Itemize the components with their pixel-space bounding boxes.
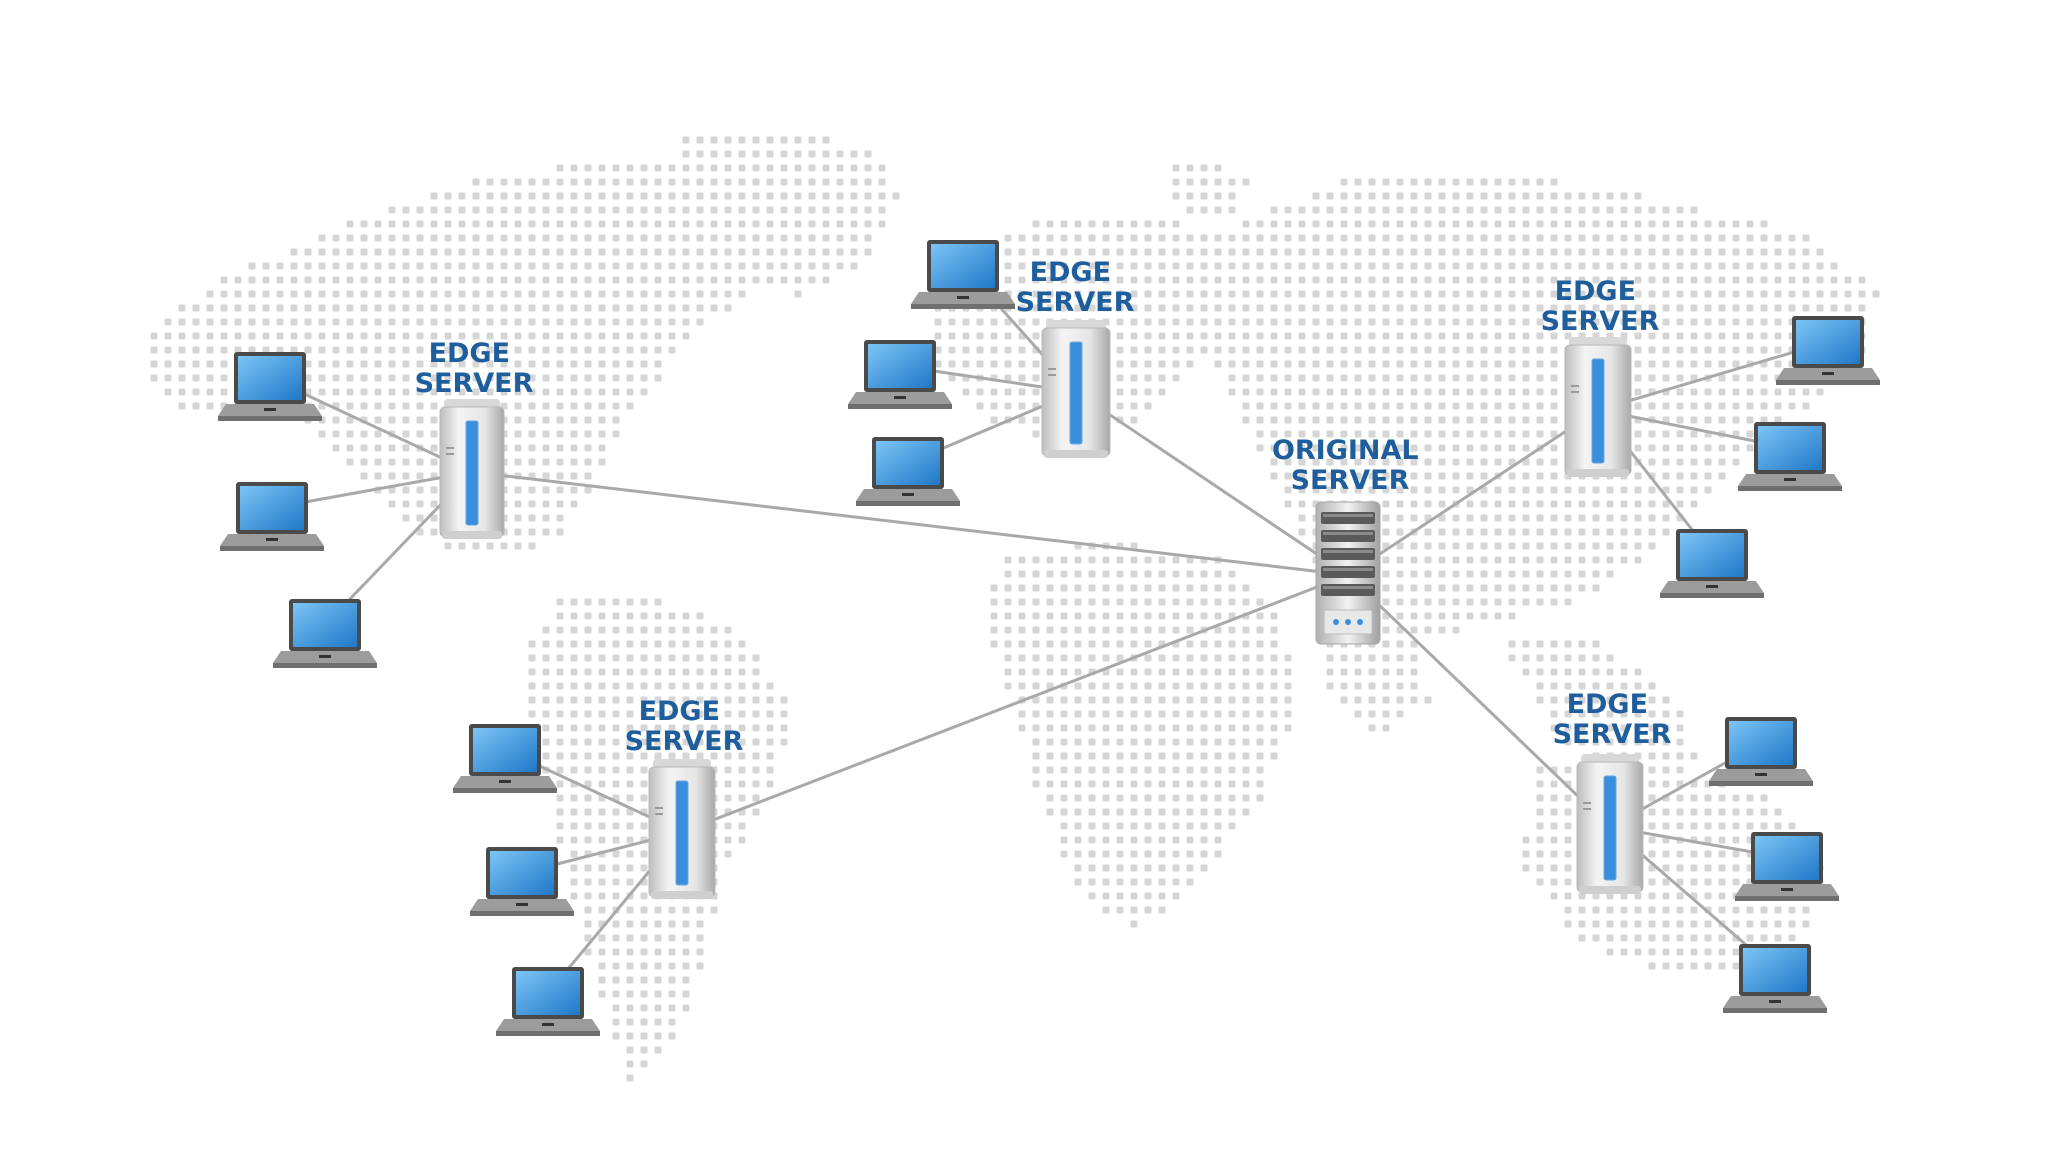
link-edge-east-client-1 xyxy=(1597,340,1829,412)
edge-server-label-west: EDGE SERVER xyxy=(415,338,534,399)
edge-server-label-east: EDGE SERVER xyxy=(1541,276,1660,337)
laptop-icon xyxy=(273,599,377,668)
link-origin-to-edge-east xyxy=(1347,408,1599,577)
tower-server-icon xyxy=(1564,337,1632,477)
link-origin-to-edge-southwest xyxy=(681,573,1349,834)
laptop-icon xyxy=(453,724,557,793)
link-origin-to-edge-north xyxy=(1075,390,1349,577)
tower-server-icon xyxy=(1041,320,1111,458)
original-server-label: ORIGINAL SERVER xyxy=(1272,435,1428,496)
tower-server-icon xyxy=(1576,754,1644,894)
laptop-icon xyxy=(496,967,600,1036)
tower-server-icon xyxy=(439,399,505,539)
link-origin-to-edge-southeast xyxy=(1346,573,1612,829)
laptop-icon xyxy=(1723,944,1827,1013)
world-map-dots xyxy=(150,136,1880,1082)
link-origin-to-edge-west xyxy=(471,470,1349,577)
laptop-icon xyxy=(220,482,324,551)
laptop-icon xyxy=(911,240,1015,309)
laptop-icon xyxy=(1660,529,1764,598)
laptop-icon xyxy=(470,847,574,916)
laptop-icon xyxy=(1735,832,1839,901)
network-icons xyxy=(218,240,1880,1036)
laptop-icon xyxy=(1709,717,1813,786)
edge-server-label-southwest: EDGE SERVER xyxy=(625,696,744,757)
laptop-icon xyxy=(1738,422,1842,491)
edge-server-label-southeast: EDGE SERVER xyxy=(1553,689,1672,750)
laptop-icon xyxy=(1776,316,1880,385)
laptop-icon xyxy=(848,340,952,409)
laptop-icon xyxy=(856,437,960,506)
rack-server-icon xyxy=(1315,501,1381,645)
edge-server-label-north: EDGE SERVER xyxy=(1016,257,1135,318)
tower-server-icon xyxy=(648,759,716,899)
laptop-icon xyxy=(218,352,322,421)
